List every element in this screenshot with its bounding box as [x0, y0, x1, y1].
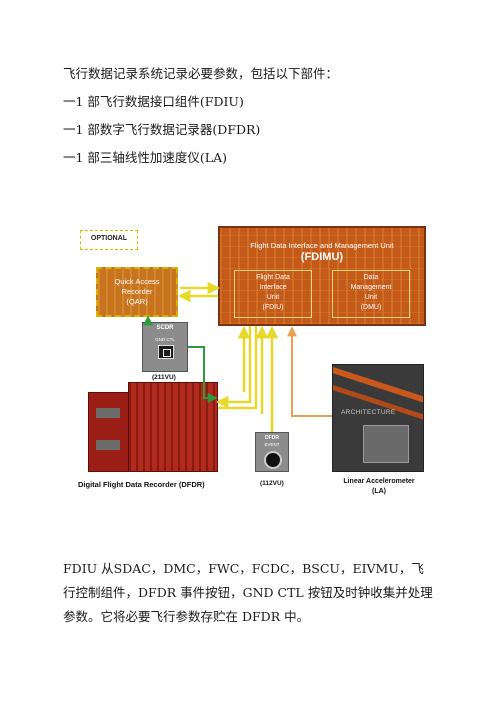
system-diagram: OPTIONAL Flight Data Interface and Manag…: [78, 222, 430, 500]
qar-line-2: Recorder: [121, 287, 153, 296]
connector-lines: [143, 281, 332, 432]
fdiu-line-1: Flight Data: [256, 274, 290, 281]
scdr-panel-label: (211VU): [152, 374, 176, 381]
qar-line-1: Quick Access: [114, 277, 160, 286]
component-dfdr: 一1 部数字飞行数据记录器(DFDR): [63, 122, 261, 137]
optional-label: OPTIONAL: [90, 235, 128, 242]
fdimu-box: Flight Data Interface and Management Uni…: [218, 226, 426, 326]
scdr-label: SCDR: [156, 325, 174, 331]
la-fdiu-line: [287, 326, 332, 417]
fdiu-line-2: Interface: [259, 284, 287, 291]
component-fdiu: 一1 部飞行数据接口组件(FDIU): [63, 94, 244, 109]
dmu-line-2: Management: [350, 284, 392, 291]
fdiu-dfdr-line-1: [215, 326, 252, 409]
component-la: 一1 部三轴线性加速度仪(LA): [63, 150, 228, 165]
fdiu-line-4: (FDIU): [262, 304, 284, 311]
dmu-line-3: Unit: [364, 294, 378, 301]
dmu-line-1: Data: [363, 274, 379, 281]
la-label-1: Linear Accelerometer: [343, 478, 415, 485]
scdr-panel: SCDR GND CTL: [142, 322, 188, 372]
event-button[interactable]: [264, 451, 282, 469]
fdiu-line-3: Unit: [266, 294, 280, 301]
dfdr-unit: [88, 382, 218, 474]
event-label-2: EVENT: [264, 442, 280, 447]
dmu-box: Data Management Unit (DMU): [332, 270, 410, 318]
event-panel-label: (112VU): [260, 480, 284, 487]
fdimu-abbr: (FDIMU): [300, 251, 344, 263]
fdiu-box: Flight Data Interface Unit (FDIU): [234, 270, 312, 318]
optional-legend: OPTIONAL: [80, 230, 138, 250]
scdr-dfdr-line: [188, 346, 218, 403]
description-text: FDIU 从SDAC，DMC，FWC，FCDC，BSCU，EIVMU，飞行控制组…: [63, 561, 433, 624]
dmu-line-4: (DMU): [360, 304, 382, 311]
fdiu-dfdr-line-2: [218, 326, 258, 410]
event-panel: DFDR EVENT: [255, 432, 289, 472]
la-label-2: (LA): [372, 488, 386, 495]
gnd-ctl-label: GND CTL: [155, 337, 175, 342]
fdimu-title: Flight Data Interface and Management Uni…: [250, 241, 394, 250]
qar-line-3: (QAR): [126, 297, 148, 306]
qar-box: Quick Access Recorder (QAR): [96, 267, 178, 317]
gnd-ctl-button[interactable]: [158, 345, 174, 359]
watermark: ARCHITECTURE: [341, 409, 396, 416]
intro-text: 飞行数据记录系统记录必要参数，包括以下部件：: [63, 66, 339, 81]
la-photo: ARCHITECTURE: [332, 364, 424, 472]
dfdr-label: Digital Flight Data Recorder (DFDR): [78, 480, 205, 489]
event-label-1: DFDR: [265, 435, 279, 441]
